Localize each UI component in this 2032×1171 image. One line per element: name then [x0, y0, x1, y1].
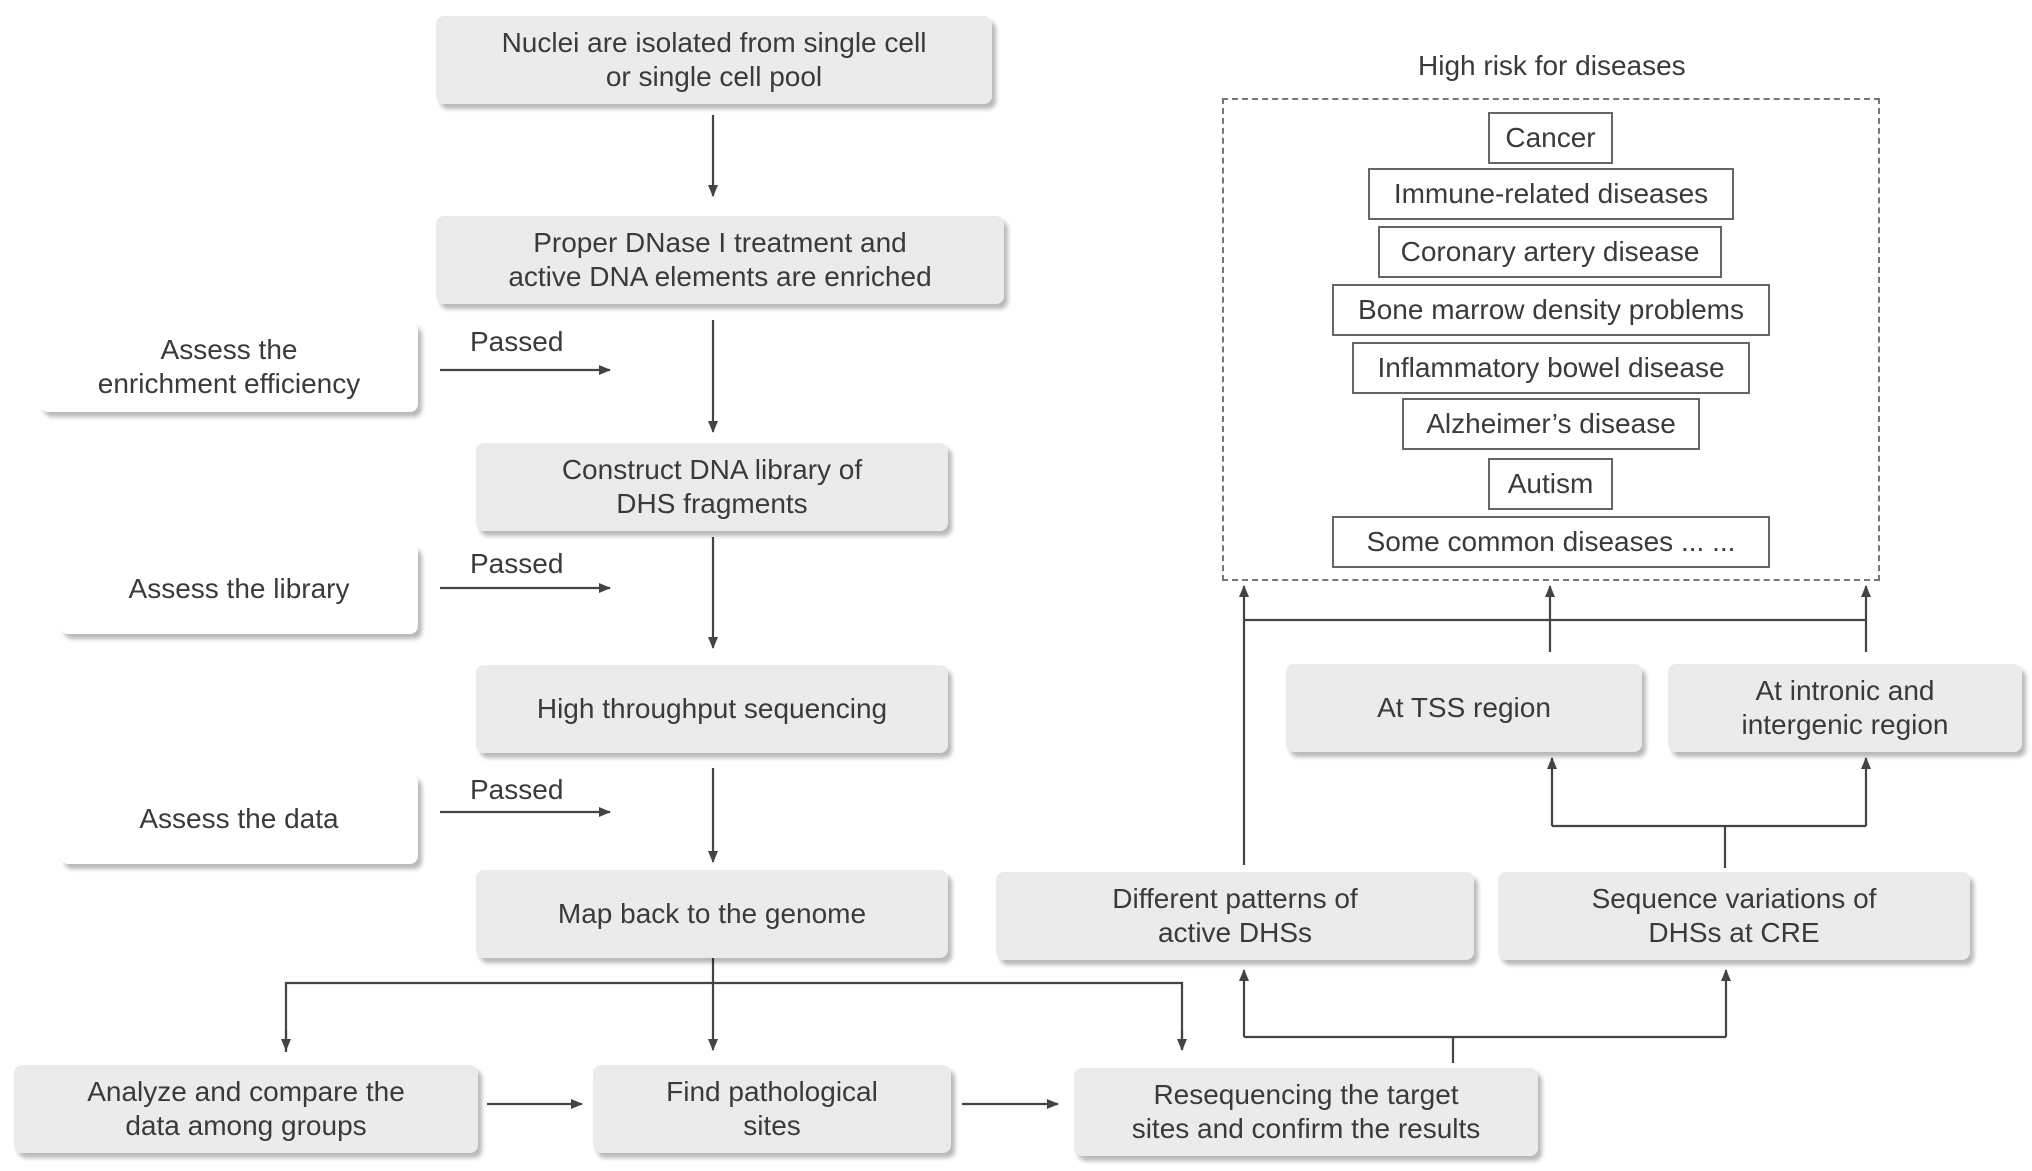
- isolate-line-1: Nuclei are isolated from single cell: [501, 27, 927, 58]
- disease-item: Inflammatory bowel disease: [1352, 342, 1750, 394]
- analyze-compare-box: Analyze and compare the data among group…: [14, 1065, 478, 1153]
- patterns-line-1: Different patterns of: [1112, 883, 1358, 914]
- risk-panel-title: High risk for diseases: [1418, 50, 1686, 81]
- analyze-line-2: data among groups: [125, 1110, 367, 1141]
- intronic-line-1: At intronic and: [1755, 675, 1935, 706]
- assess-enrichment-line-1: Assess the: [160, 334, 298, 365]
- resequencing-line-1: Resequencing the target: [1153, 1079, 1459, 1110]
- assess-library-label: Assess the library: [128, 573, 350, 604]
- disease-item: Autism: [1488, 458, 1613, 510]
- assess-enrichment-box: Assess the enrichment efficiency: [40, 322, 418, 412]
- assess-library-box: Assess the library: [60, 544, 418, 634]
- assess-enrichment-line-2: enrichment efficiency: [97, 368, 361, 399]
- construct-library-box: Construct DNA library of DHS fragments: [476, 443, 948, 531]
- assess-data-box: Assess the data: [60, 774, 418, 864]
- find-line-2: sites: [743, 1110, 801, 1141]
- assess-data-label: Assess the data: [139, 803, 339, 834]
- resequencing-box: Resequencing the target sites and confir…: [1074, 1068, 1538, 1156]
- disease-item: Bone marrow density problems: [1332, 284, 1770, 336]
- sequencing-label: High throughput sequencing: [536, 693, 888, 724]
- patterns-dhs-box: Different patterns of active DHSs: [996, 872, 1474, 960]
- variations-line-2: DHSs at CRE: [1648, 917, 1820, 948]
- sequence-variations-box: Sequence variations of DHSs at CRE: [1498, 872, 1970, 960]
- library-line-1: Construct DNA library of: [561, 454, 863, 485]
- patterns-line-2: active DHSs: [1157, 917, 1313, 948]
- tss-label: At TSS region: [1377, 692, 1551, 723]
- disease-item: Immune-related diseases: [1368, 168, 1734, 220]
- risk-panel-frame: [1222, 98, 1880, 581]
- intronic-region-box: At intronic and intergenic region: [1668, 664, 2022, 752]
- passed-label-data: Passed: [470, 774, 564, 805]
- dnase-line-2: active DNA elements are enriched: [508, 261, 932, 292]
- disease-item: Alzheimer’s disease: [1402, 398, 1700, 450]
- find-sites-box: Find pathological sites: [593, 1065, 951, 1153]
- find-line-1: Find pathological: [666, 1076, 878, 1107]
- disease-item: Cancer: [1488, 112, 1613, 164]
- disease-item: Some common diseases ... ...: [1332, 516, 1770, 568]
- variations-line-1: Sequence variations of: [1591, 883, 1877, 914]
- sequencing-box: High throughput sequencing: [476, 665, 948, 753]
- isolate-line-2: or single cell pool: [605, 61, 823, 92]
- passed-label-enrichment: Passed: [470, 326, 564, 357]
- library-line-2: DHS fragments: [616, 488, 808, 519]
- passed-label-library: Passed: [470, 548, 564, 579]
- dnase-line-1: Proper DNase I treatment and: [533, 227, 907, 258]
- tss-region-box: At TSS region: [1286, 664, 1642, 752]
- isolate-nuclei-box: Nuclei are isolated from single cell or …: [436, 16, 992, 104]
- resequencing-line-2: sites and confirm the results: [1131, 1113, 1481, 1144]
- dnase-treatment-box: Proper DNase I treatment and active DNA …: [436, 216, 1004, 304]
- disease-item: Coronary artery disease: [1378, 226, 1722, 278]
- intronic-line-2: intergenic region: [1741, 709, 1949, 740]
- map-label: Map back to the genome: [557, 898, 867, 929]
- analyze-line-1: Analyze and compare the: [87, 1076, 405, 1107]
- map-genome-box: Map back to the genome: [476, 870, 948, 958]
